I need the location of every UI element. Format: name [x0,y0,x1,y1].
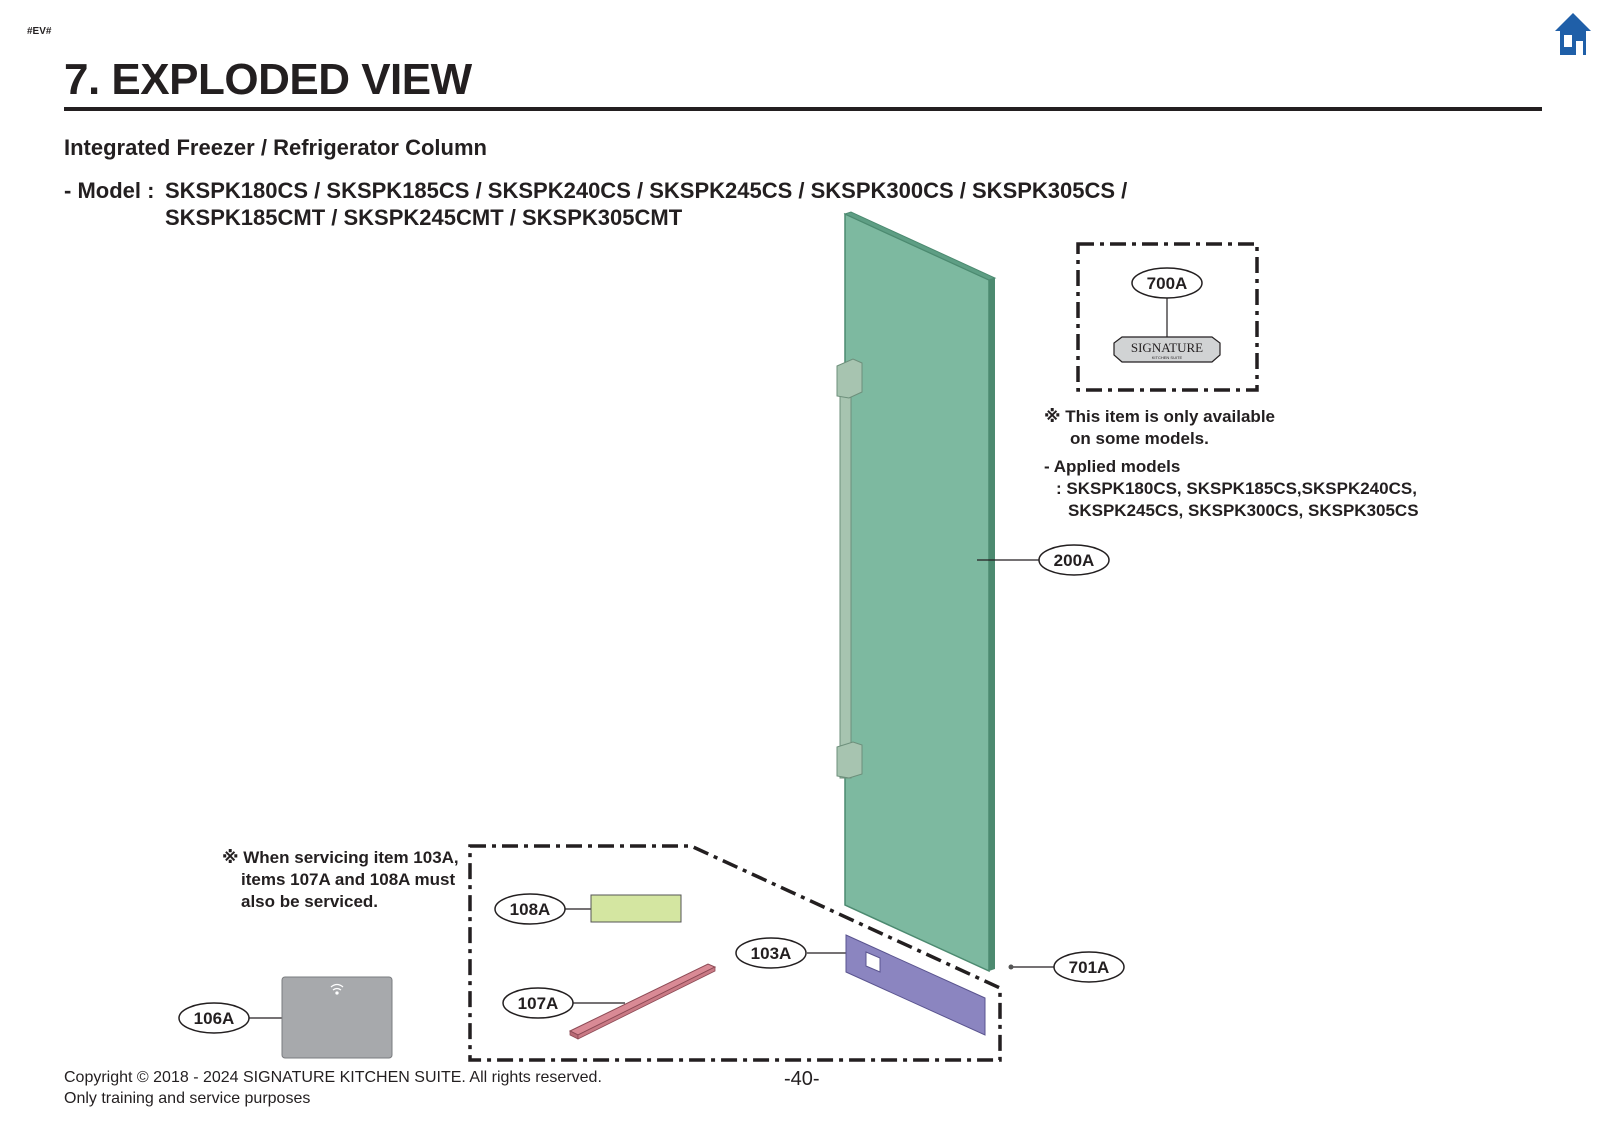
balloon-701A[interactable]: 701A [1053,951,1125,983]
model-list-line-1: SKSPK180CS / SKSPK185CS / SKSPK240CS / S… [165,178,1128,203]
applied-models-line-1: : SKSPK180CS, SKSPK185CS,SKSPK240CS, [1056,479,1417,498]
balloon-106A[interactable]: 106A [178,1002,250,1034]
logo-subtext: KITCHEN SUITE [1152,355,1183,360]
model-list-line-2: SKSPK185CMT / SKSPK245CMT / SKSPK305CMT [165,205,683,230]
svg-text:103A: 103A [751,944,792,963]
door-handle [836,358,863,779]
svg-text:200A: 200A [1054,551,1095,570]
footer-copyright: Copyright © 2018 - 2024 SIGNATURE KITCHE… [64,1069,602,1086]
title-divider [64,107,1542,111]
model-label: - Model : [64,178,155,203]
wifi-module-106A[interactable] [281,976,393,1059]
part-103A[interactable] [845,934,986,1036]
balloon-108A[interactable]: 108A [494,893,566,925]
logo-text: SIGNATURE [1131,340,1203,355]
service-note-line-2: items 107A and 108A must [241,870,456,889]
part-107A[interactable] [568,963,717,1040]
service-note-line-1: ※ When servicing item 103A, [222,848,459,867]
balloon-103A[interactable]: 103A [735,937,807,969]
balloon-700A[interactable]: 700A [1131,267,1203,299]
availability-note-line-2: on some models. [1070,429,1209,448]
svg-text:700A: 700A [1147,274,1188,293]
service-note-line-3: also be serviced. [241,892,379,911]
wifi-icon [330,983,344,995]
part-701A-screw[interactable] [1008,964,1014,970]
svg-text:701A: 701A [1069,958,1110,977]
svg-text:106A: 106A [194,1009,235,1028]
svg-text:108A: 108A [510,900,551,919]
applied-models-label: - Applied models [1044,457,1181,476]
part-108A[interactable] [590,894,682,923]
footer-purpose: Only training and service purposes [64,1090,311,1107]
balloon-107A[interactable]: 107A [502,987,574,1019]
signature-logo-badge: SIGNATURE KITCHEN SUITE [1113,336,1221,363]
door-panel-200A[interactable] [843,211,997,973]
section-tag: #EV# [27,26,52,37]
page-title: 7. EXPLODED VIEW [64,55,472,104]
detail-box-700A [1076,242,1259,392]
svg-text:107A: 107A [518,994,559,1013]
balloon-200A[interactable]: 200A [1038,544,1110,576]
page-number: -40- [784,1068,820,1090]
availability-note-line-1: ※ This item is only available [1044,407,1275,426]
home-icon[interactable] [1553,11,1593,57]
detail-box-bottom-parts [468,844,1002,1062]
page-subtitle: Integrated Freezer / Refrigerator Column [64,135,487,160]
applied-models-line-2: SKSPK245CS, SKSPK300CS, SKSPK305CS [1068,501,1419,520]
